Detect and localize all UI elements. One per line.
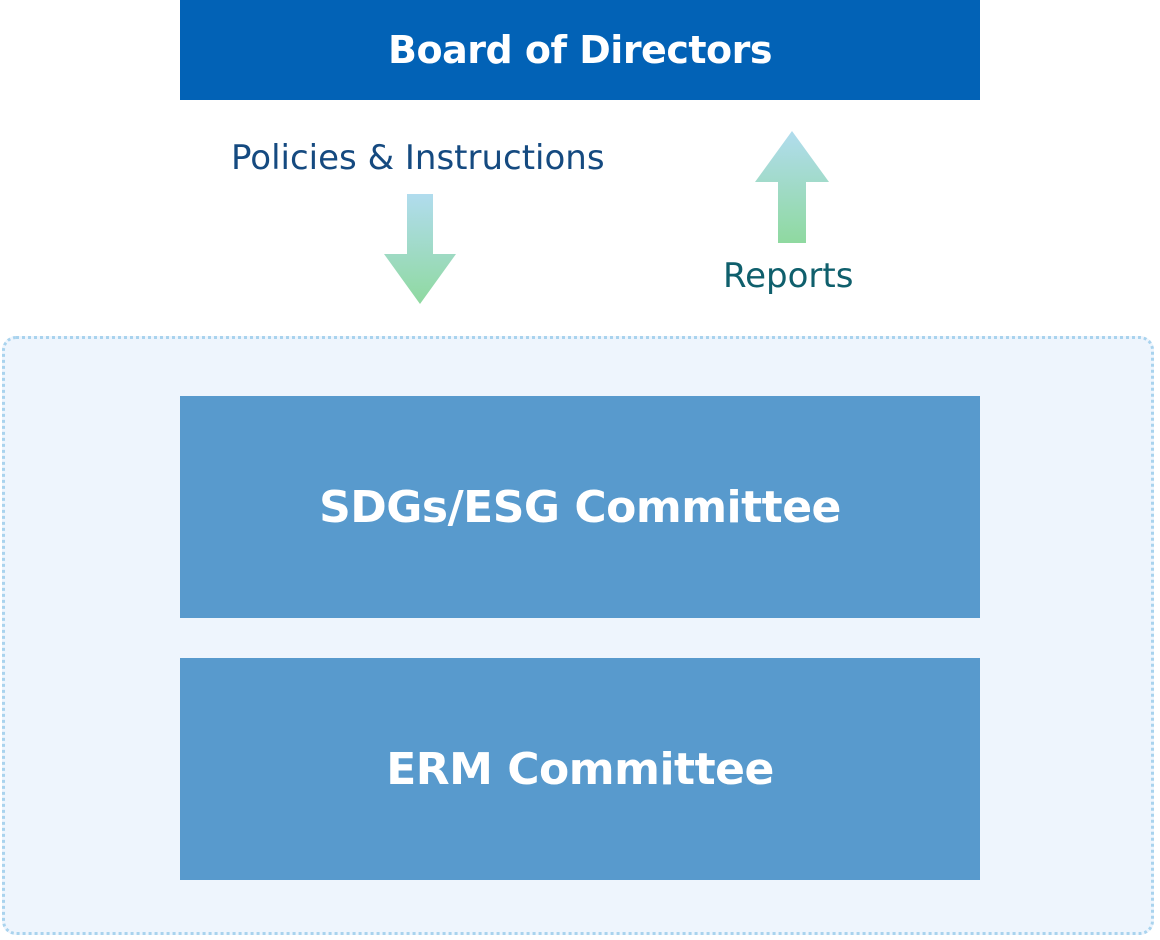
board-title: Board of Directors [388,28,773,72]
erm-committee-box: ERM Committee [180,658,980,880]
reports-label: Reports [723,256,854,296]
sdgs-esg-committee-box: SDGs/ESG Committee [180,396,980,618]
erm-committee-label: ERM Committee [386,743,774,795]
board-of-directors-box: Board of Directors [180,0,980,100]
sdgs-esg-committee-label: SDGs/ESG Committee [319,481,841,533]
arrow-down-icon [384,194,456,304]
arrow-up-icon [755,131,829,243]
policies-instructions-label: Policies & Instructions [231,138,605,178]
